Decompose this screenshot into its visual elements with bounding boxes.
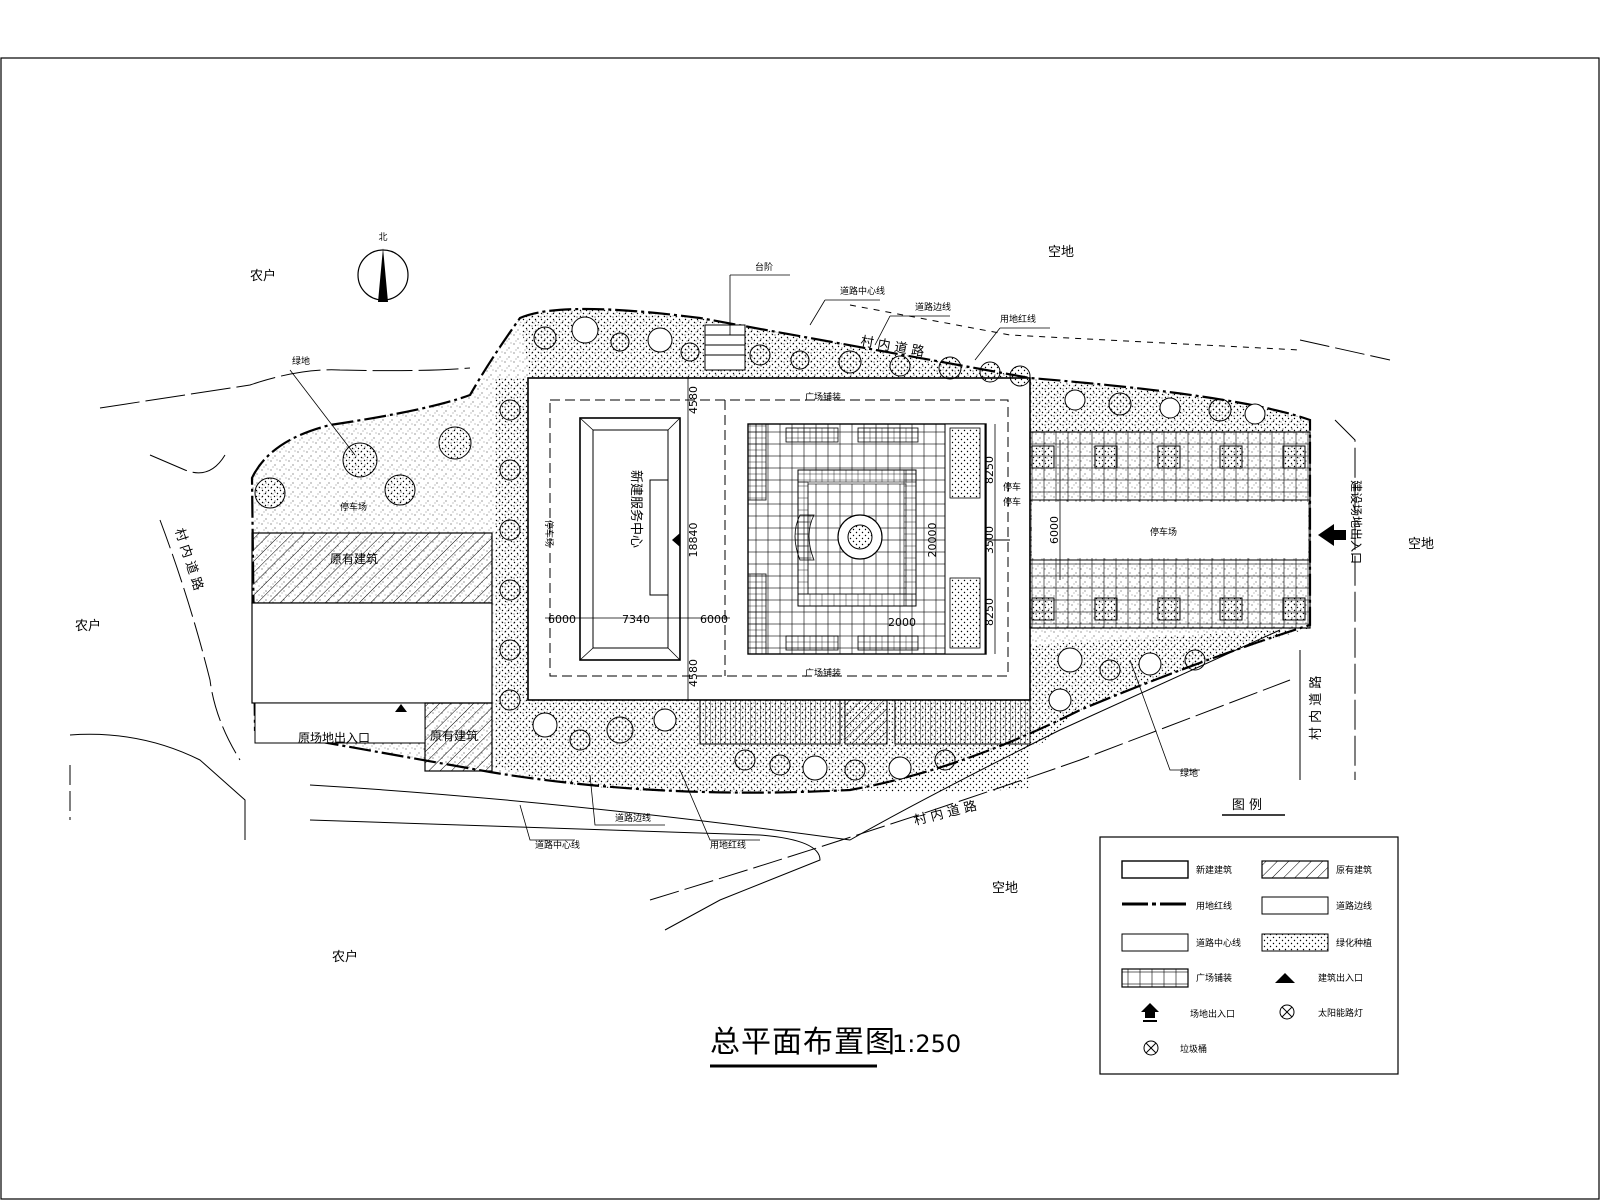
legend-item-site-entrance: 场地出入口 [1190,1008,1235,1020]
label-site-entrance: 建设场地出入口 [1349,480,1363,564]
label-land-redline-bottom: 用地红线 [710,839,746,851]
label-lane-side: 停车 [1003,496,1021,508]
label-original-entrance: 原场地出入口 [298,731,370,745]
drawing-frame [0,57,1600,1200]
dim-4580-top: 4580 [687,386,700,414]
drawing-title: 总平面布置图 [710,1025,896,1060]
dim-8250-top: 8250 [983,456,996,484]
legend-item-road-edge: 道路边线 [1336,900,1372,912]
parking-strip-west [699,699,841,745]
dim-8250-bottom: 8250 [983,598,996,626]
dim-20000: 20000 [926,523,939,558]
parking-tree-icons [1031,445,1306,621]
drawing-scale: 1:250 [892,1030,961,1058]
legend-swatch-planting [1261,933,1329,952]
existing-building-1-annex [251,602,493,704]
legend-swatch-new-building [1121,860,1189,879]
tree-icons [254,316,1266,781]
label-nonghu-left: 农户 [75,618,101,634]
label-village-road-left: 村 内 道 路 [171,526,206,592]
label-existing-building-1: 原有建筑 [330,551,378,566]
original-entrance-marker-icon [395,704,407,712]
legend-item-road-centerline: 道路中心线 [1196,937,1241,949]
original-entrance-area [254,702,426,744]
label-road-edge-top: 道路边线 [915,301,951,313]
dim-6000-right: 6000 [700,613,728,626]
label-plaza-top: 广场铺装 [805,391,841,403]
legend-swatch-paving [1121,968,1189,988]
legend-building-entrance-icon [1275,973,1295,983]
label-kongdi-top: 空地 [1048,245,1074,260]
label-existing-building-2: 原有建筑 [430,728,478,743]
roads [69,304,1391,931]
legend-site-entrance-icon [1141,1003,1159,1022]
legend-swatch-existing-building [1261,860,1329,879]
label-plaza-bottom: 广场铺装 [805,667,841,679]
legend-item-building-entrance: 建筑出入口 [1318,972,1363,984]
label-steps: 台阶 [755,261,773,273]
north-arrow-icon [357,248,409,302]
dim-6000-park: 6000 [1048,516,1061,544]
dim-6000-left: 6000 [548,613,576,626]
label-road-mid: 停车场 [1150,526,1177,538]
dim-2000: 2000 [888,616,916,629]
greenbelt-southeast [1030,628,1310,745]
legend: 图 例 新建建筑 原有建筑 用地红线 道路边线 道路中心线 绿化种植 广场铺装 … [1099,798,1399,1075]
steps [704,324,746,371]
legend-swatch-road-centerline [1121,933,1189,952]
label-main-building: 新建服务中心 [628,470,644,548]
label-kongdi-right: 空地 [1408,537,1434,552]
dim-7340: 7340 [622,613,650,626]
building-entrance-marker [672,533,680,547]
parking-strip-east [894,699,1031,745]
label-road-centerline-bottom: 道路中心线 [535,839,580,851]
building-setback-line [549,399,1009,677]
legend-item-new-building: 新建建筑 [1196,864,1232,876]
label-road-right: 停车场 [543,520,555,547]
legend-item-paving: 广场铺装 [1196,972,1232,984]
central-tree-icon [837,514,883,560]
dim-18840: 18840 [687,523,700,558]
legend-trash-bin-icon [1143,1040,1159,1056]
legend-item-existing-building: 原有建筑 [1336,864,1372,876]
label-lane-top: 停车 [1003,481,1021,493]
legend-item-planting: 绿化种植 [1336,937,1372,949]
label-nonghu-bottom: 农户 [332,949,358,965]
legend-solar-lamp-icon [1279,1004,1295,1020]
label-road-left: 停车场 [340,501,367,513]
label-village-road-right: 村 内 道 路 [1308,676,1324,740]
label-lawn-2: 绿地 [1180,767,1198,779]
label-nonghu-top-left: 农户 [250,268,276,284]
site-entrance-arrow-icon [1318,524,1334,546]
dim-3500: 3500 [983,526,996,554]
greenbelt-west [495,378,528,772]
north-label: 北 [378,232,387,243]
legend-item-trash-bin: 垃圾桶 [1180,1043,1207,1055]
legend-swatch-road-edge [1261,896,1329,915]
label-lawn-1: 绿地 [292,355,310,367]
existing-building-1 [251,532,493,604]
legend-title: 图 例 [1232,798,1262,813]
label-kongdi-bottom: 空地 [992,881,1018,896]
dim-4580-bottom: 4580 [687,659,700,687]
existing-building-2 [424,702,493,772]
label-land-redline-top: 用地红线 [1000,313,1036,325]
legend-item-solar-lamp: 太阳能路灯 [1318,1007,1363,1019]
label-village-road-bottom: 村 内 道 路 [912,798,978,829]
legend-item-land-redline: 用地红线 [1196,900,1232,912]
label-road-centerline-top: 道路中心线 [840,285,885,297]
label-road-edge-bottom: 道路边线 [615,812,651,824]
